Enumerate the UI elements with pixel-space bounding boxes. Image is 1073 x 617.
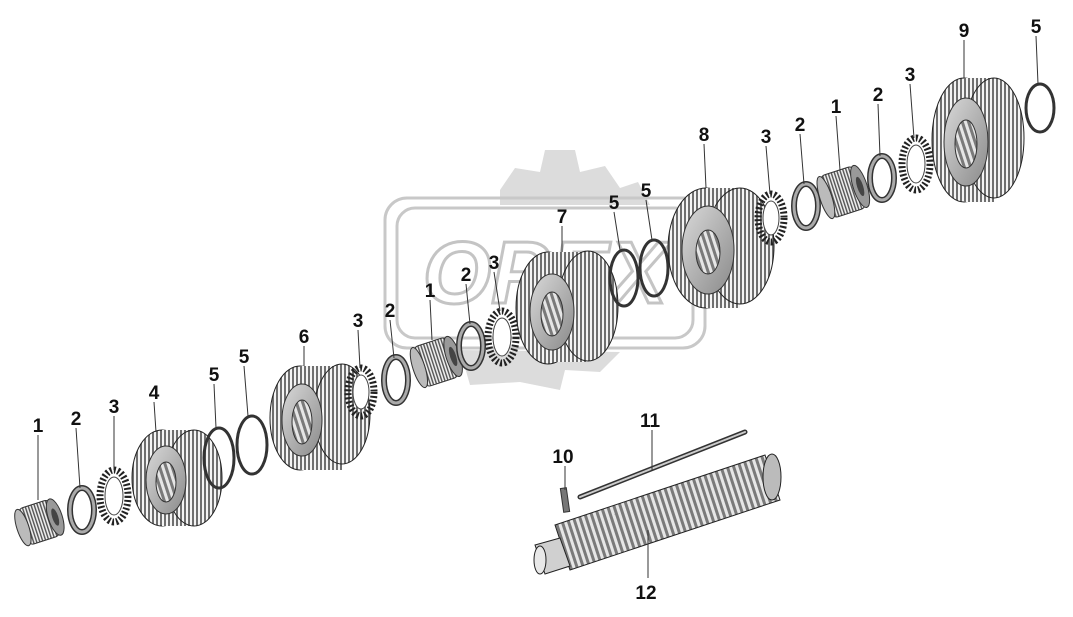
label-part-5: 5 <box>1031 17 1042 38</box>
label-part-2: 2 <box>385 301 396 322</box>
leader-lines <box>37 35 1039 578</box>
label-part-3: 3 <box>109 397 120 418</box>
thrust-washer-2e <box>867 153 897 203</box>
thrust-washer-2a <box>67 485 97 535</box>
gear-8 <box>667 187 775 309</box>
thrust-washer-2c <box>456 321 486 371</box>
label-part-11: 11 <box>640 411 661 432</box>
gear-6 <box>269 363 371 471</box>
pin-10 <box>559 487 571 513</box>
label-part-4: 4 <box>149 383 160 404</box>
label-part-5: 5 <box>641 181 652 202</box>
label-part-2: 2 <box>873 85 884 106</box>
splined-shaft-12 <box>533 453 782 575</box>
label-part-2: 2 <box>461 265 472 286</box>
label-part-5: 5 <box>609 193 620 214</box>
label-part-10: 10 <box>552 447 573 468</box>
rod-11 <box>577 429 748 500</box>
label-part-8: 8 <box>699 125 710 146</box>
spring-washer-3a <box>96 466 132 526</box>
label-part-12: 12 <box>635 583 656 604</box>
label-part-3: 3 <box>761 127 772 148</box>
label-part-3: 3 <box>489 253 500 274</box>
label-part-2: 2 <box>71 409 82 430</box>
spring-washer-3e <box>898 134 934 194</box>
needle-bearing-1b <box>409 335 463 389</box>
label-part-2: 2 <box>795 115 806 136</box>
snap-ring-5b <box>235 414 269 476</box>
gear-9 <box>931 77 1025 203</box>
label-part-3: 3 <box>353 311 364 332</box>
label-part-3: 3 <box>905 65 916 86</box>
spring-washer-3c <box>484 307 520 367</box>
spring-washer-3d <box>754 190 788 246</box>
snap-ring-5a <box>202 426 236 490</box>
label-part-9: 9 <box>959 21 970 42</box>
gear-4 <box>131 429 223 527</box>
label-part-1: 1 <box>831 97 842 118</box>
needle-bearing-1c <box>816 164 871 220</box>
part-labels: 1 2 3 4 5 5 6 3 2 1 2 3 7 5 5 8 3 2 1 2 … <box>33 17 1042 604</box>
label-part-1: 1 <box>33 416 44 437</box>
label-part-5: 5 <box>239 347 250 368</box>
spring-washer-3b <box>344 364 378 420</box>
label-part-6: 6 <box>299 327 310 348</box>
snap-ring-5c <box>608 248 640 308</box>
label-part-7: 7 <box>557 207 568 228</box>
label-part-1: 1 <box>425 281 436 302</box>
label-part-5: 5 <box>209 365 220 386</box>
snap-ring-5e <box>1024 82 1056 134</box>
thrust-washer-2b <box>381 354 411 406</box>
snap-ring-5d <box>638 238 670 298</box>
gear-7 <box>515 250 619 365</box>
thrust-washer-2d <box>791 181 821 231</box>
needle-bearing-1a <box>14 498 65 547</box>
